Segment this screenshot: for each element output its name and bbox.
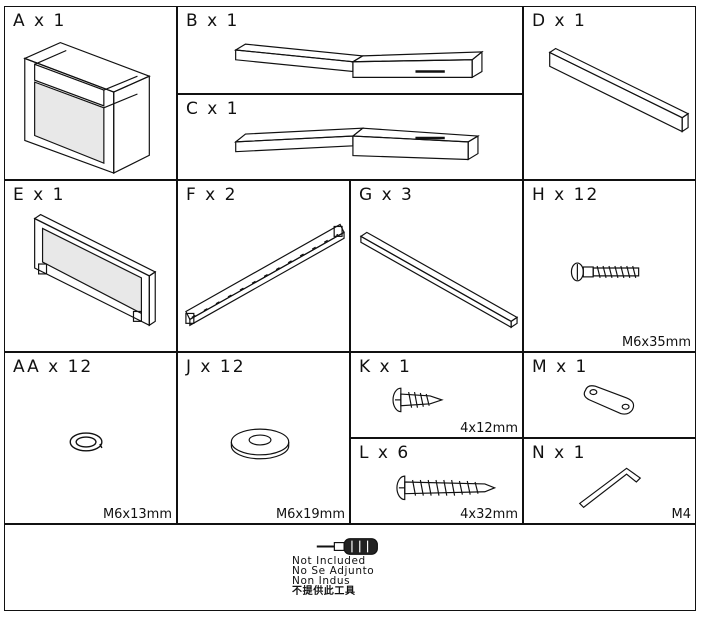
screw-l-drawing xyxy=(396,475,497,501)
part-h-cell: H x 12 M6x35mm xyxy=(523,180,696,352)
part-n-label: N x 1 xyxy=(532,443,587,463)
part-l-size: 4x32mm xyxy=(460,507,518,522)
part-e-cell: E x 1 xyxy=(4,180,177,352)
slat-g-drawing xyxy=(359,231,519,329)
part-j-size: M6x19mm xyxy=(275,507,345,522)
tool-not-included-note: Not Included No Se Adjunto Non Indus 不提供… xyxy=(292,556,374,597)
part-g-cell: G x 3 xyxy=(350,180,523,352)
lock-washer-drawing xyxy=(69,432,103,452)
side-rail-f-drawing xyxy=(185,223,345,327)
part-k-label: K x 1 xyxy=(359,357,412,377)
screwdriver-icon xyxy=(316,538,378,555)
flat-washer-drawing xyxy=(230,428,290,460)
part-f-label: F x 2 xyxy=(186,185,238,205)
part-j-cell: J x 12 M6x19mm xyxy=(177,352,350,524)
part-n-cell: N x 1 M4 xyxy=(523,438,696,524)
hex-key-drawing xyxy=(578,467,642,509)
part-g-label: G x 3 xyxy=(359,185,414,205)
part-aa-label: AA x 12 xyxy=(13,357,94,377)
part-c-label: C x 1 xyxy=(186,99,240,119)
bolt-h-drawing xyxy=(570,262,640,282)
rail-b-drawing xyxy=(233,43,484,79)
headboard-drawing xyxy=(23,41,151,175)
note-spanish: No Se Adjunto xyxy=(292,565,375,577)
part-c-cell: C x 1 xyxy=(177,94,523,180)
footboard-drawing xyxy=(33,213,157,327)
note-french: Non Indus xyxy=(292,575,351,587)
part-b-label: B x 1 xyxy=(186,11,240,31)
connector-plate-drawing xyxy=(583,385,635,415)
part-l-label: L x 6 xyxy=(359,443,411,463)
part-b-cell: B x 1 xyxy=(177,6,523,94)
part-n-size: M4 xyxy=(671,507,692,522)
part-e-label: E x 1 xyxy=(13,185,66,205)
part-aa-size: M6x13mm xyxy=(102,507,172,522)
part-j-label: J x 12 xyxy=(186,357,246,377)
part-l-cell: L x 6 4x32mm xyxy=(350,438,523,524)
part-a-cell: A x 1 xyxy=(4,6,177,180)
part-m-label: M x 1 xyxy=(532,357,589,377)
part-d-cell: D x 1 xyxy=(523,6,696,180)
part-k-cell: K x 1 4x12mm xyxy=(350,352,523,438)
part-h-size: M6x35mm xyxy=(621,335,691,350)
part-m-cell: M x 1 xyxy=(523,352,696,438)
part-k-size: 4x12mm xyxy=(460,421,518,436)
part-aa-cell: AA x 12 M6x13mm xyxy=(4,352,177,524)
rail-c-drawing xyxy=(233,127,480,161)
part-d-label: D x 1 xyxy=(532,11,587,31)
part-h-label: H x 12 xyxy=(532,185,600,205)
screw-k-drawing xyxy=(392,387,444,413)
board-d-drawing xyxy=(548,47,690,133)
note-english: Not Included xyxy=(292,555,366,567)
note-chinese: 不提供此工具 xyxy=(292,586,356,597)
part-f-cell: F x 2 xyxy=(177,180,350,352)
tool-cell xyxy=(4,524,696,611)
part-a-label: A x 1 xyxy=(13,11,67,31)
